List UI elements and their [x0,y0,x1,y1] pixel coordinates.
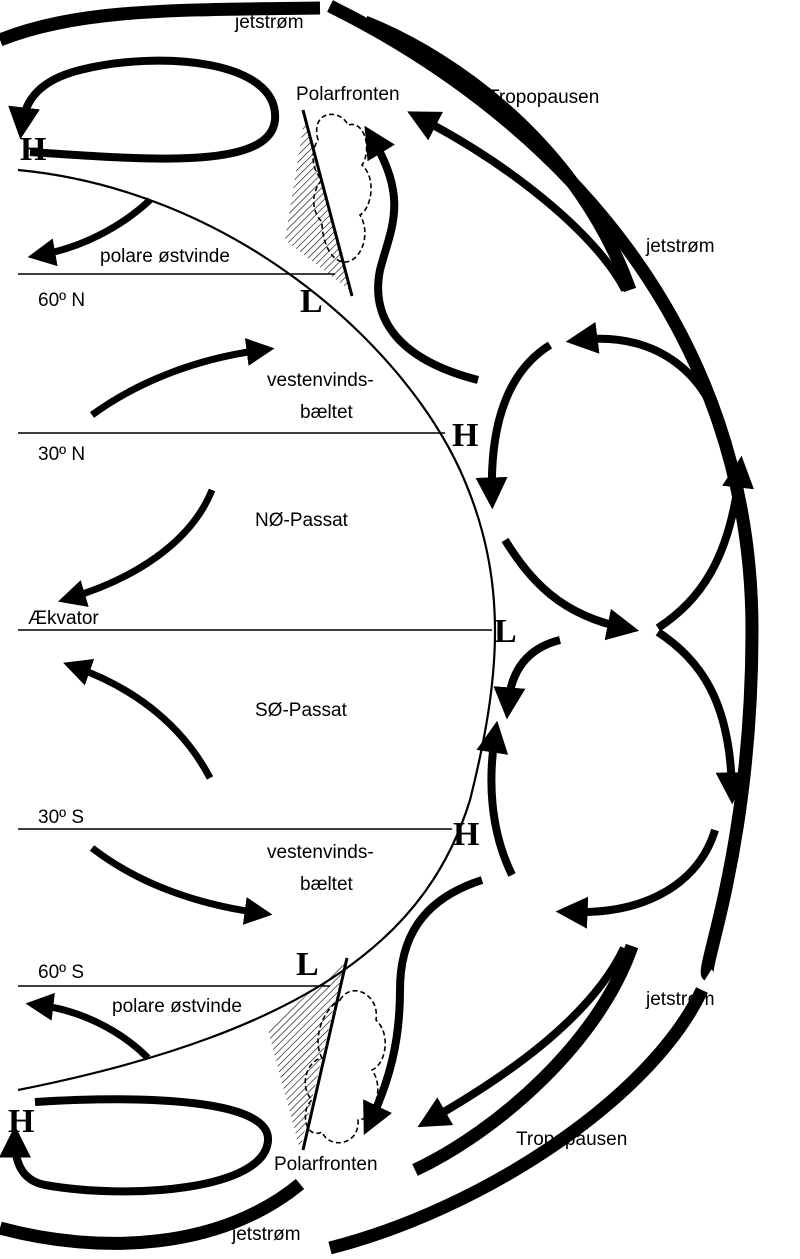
polar-cell-arrow-north [8,56,280,163]
label-jetstream-bottom: jetstrøm [231,1224,301,1245]
hadley-arrow-north-right [655,455,754,632]
label-latitude-60n: 60º N [38,290,85,311]
hadley-arrow-equator-rise [501,537,640,641]
label-jetstream-right-lower: jetstrøm [645,989,715,1010]
high-pressure-mark-30n: H [452,417,478,454]
hadley-arrow-south-top [493,636,562,720]
westerlies-arrow-south [89,845,273,925]
hadley-arrow-south-left [476,720,516,877]
ferrel-arrow-north-upper [364,125,479,384]
cloud-icon-south [304,989,386,1144]
low-pressure-mark-equator: L [494,613,517,650]
jetstream-arc-top-left [0,1,321,47]
label-westerlies-south-line1: vestenvinds- [267,842,374,863]
westerlies-arrow-north [89,338,275,418]
label-tropopause-south: Tropopausen [516,1129,627,1150]
low-pressure-mark-60s: L [296,946,319,983]
polar-cell-arrow-south [0,1095,273,1196]
label-equator: Ækvator [28,608,99,629]
label-polar-easterlies-south: polare østvinde [112,996,242,1017]
label-latitude-30n: 30º N [38,444,85,465]
label-westerlies-north-line2: bæltet [300,402,354,423]
hadley-arrow-north-top [565,321,724,433]
label-se-trade: SØ-Passat [255,700,348,721]
polar-front-line-north [301,109,354,297]
hadley-arrow-north-left [475,341,553,510]
cloud-icon-north [312,113,372,263]
label-jetstream-top: jetstrøm [234,12,304,33]
label-ne-trade: NØ-Passat [255,510,349,531]
label-tropopause-north: Tropopausen [488,87,599,108]
jetstream-arc-outer-lower [328,987,708,1255]
label-jetstream-right-upper: jetstrøm [645,236,715,257]
label-polar-easterlies-north: polare østvinde [100,246,230,267]
high-pressure-mark-bottom-left: H [8,1103,34,1140]
tropopause-arc-inner [362,15,637,293]
polar-front-wedge-south [268,960,345,1150]
tropopause-arc-inner-lower [412,943,639,1176]
low-pressure-mark-60n: L [300,283,323,320]
se-trade-arrow [63,658,214,780]
polar-easterlies-arrow-south [25,992,151,1061]
label-latitude-60s: 60º S [38,962,84,983]
label-polar-front-north: Polarfronten [296,84,400,105]
label-westerlies-south-line2: bæltet [300,874,354,895]
polar-front-wedge-north [285,115,352,292]
ne-trade-arrow [57,488,216,607]
polar-front-line-south [301,957,349,1151]
high-pressure-mark-30s: H [453,816,479,853]
label-latitude-30s: 30º S [38,807,84,828]
polar-easterlies-arrow-north [27,197,153,267]
ferrel-arrow-north-outer [407,111,629,292]
hadley-arrow-south-right [655,628,748,805]
high-pressure-mark-top-left: H [20,131,46,168]
ferrel-arrow-south-upper [363,876,484,1136]
label-westerlies-north-line1: vestenvinds- [267,370,374,391]
label-polar-front-south: Polarfronten [274,1154,378,1175]
hadley-arrow-south-bottom [555,828,719,929]
ferrel-arrow-south-outer [417,946,628,1128]
jetstream-arc-bottom-left [0,1178,305,1250]
